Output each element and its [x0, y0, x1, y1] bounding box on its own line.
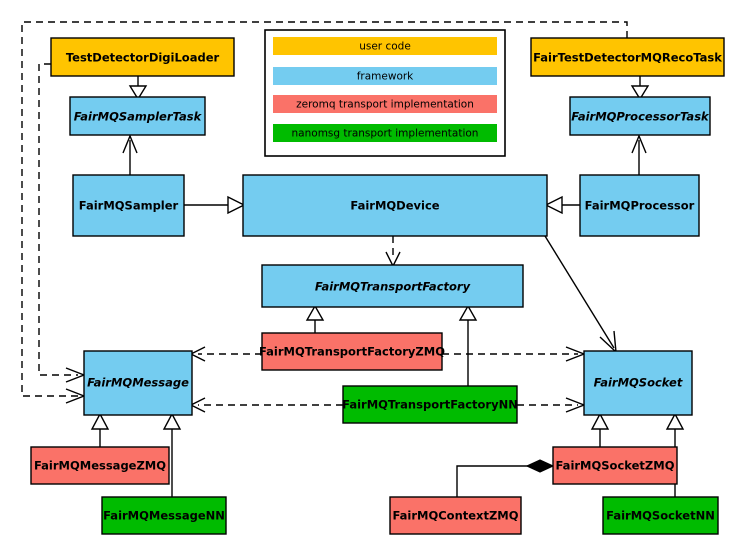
- arrowhead-messagezmq-to-message: [90, 412, 110, 430]
- arrowhead-socketnn-to-socket: [665, 412, 685, 430]
- node-box-fair-mq-transport-factory-zmq[interactable]: [261, 332, 443, 371]
- node-box-fair-mq-transport-factory[interactable]: [261, 264, 524, 308]
- node-fair-mq-device[interactable]: FairMQDevice: [242, 174, 548, 237]
- node-fair-mq-socket[interactable]: FairMQSocket: [583, 350, 693, 416]
- node-label-fair-mq-device: FairMQDevice: [350, 199, 439, 213]
- arrowhead-device-to-socket: [599, 330, 617, 354]
- arrowhead-recotask-to-processortask: [630, 85, 650, 101]
- node-box-fair-mq-socket-zmq[interactable]: [552, 446, 678, 485]
- node-box-fair-mq-sampler-task[interactable]: [69, 96, 206, 136]
- arrowhead-tfzmq-to-transportfactory: [305, 304, 325, 321]
- node-box-fair-mq-sampler[interactable]: [72, 174, 185, 237]
- node-test-detector-digi-loader[interactable]: TestDetectorDigiLoader: [50, 37, 235, 77]
- legend-swatch-zeromq: [273, 95, 497, 113]
- legend-label-zeromq: zeromq transport implementation: [296, 99, 474, 111]
- node-box-fair-mq-processor[interactable]: [579, 174, 700, 237]
- edge-recotask-to-message: [21, 21, 628, 397]
- node-fair-mq-message-nn[interactable]: FairMQMessageNN: [101, 496, 227, 535]
- node-fair-mq-sampler[interactable]: FairMQSampler: [72, 174, 185, 237]
- node-box-fair-mq-device[interactable]: [242, 174, 548, 237]
- node-fair-mq-processor[interactable]: FairMQProcessor: [579, 174, 700, 237]
- node-label-fair-mq-sampler: FairMQSampler: [79, 199, 179, 213]
- legend-label-framework: framework: [357, 71, 414, 83]
- node-fair-mq-processor-task[interactable]: FairMQProcessorTask: [569, 96, 711, 136]
- legend-label-user-code: user code: [359, 41, 411, 53]
- node-fair-mq-message[interactable]: FairMQMessage: [83, 350, 193, 416]
- node-label-fair-mq-context-zmq: FairMQContextZMQ: [392, 509, 518, 523]
- arrowhead-processor-to-processortask: [631, 134, 647, 154]
- legend-swatch-framework: [273, 67, 497, 85]
- node-fair-mq-context-zmq[interactable]: FairMQContextZMQ: [389, 496, 522, 535]
- node-fair-mq-message-zmq[interactable]: FairMQMessageZMQ: [30, 446, 170, 485]
- node-label-fair-mq-processor-task: FairMQProcessorTask: [571, 110, 710, 124]
- node-box-fair-mq-transport-factory-nn[interactable]: [342, 385, 518, 424]
- node-fair-mq-socket-zmq[interactable]: FairMQSocketZMQ: [552, 446, 678, 485]
- node-label-fair-mq-message-zmq: FairMQMessageZMQ: [34, 459, 166, 473]
- node-box-fair-mq-processor-task[interactable]: [569, 96, 711, 136]
- node-fair-mq-transport-factory-nn[interactable]: FairMQTransportFactoryNN: [342, 385, 518, 424]
- arrowhead-socketzmq-to-socket: [590, 412, 610, 430]
- legend-swatch-user-code: [273, 37, 497, 55]
- node-label-fair-mq-processor: FairMQProcessor: [585, 199, 695, 213]
- node-box-test-detector-digi-loader[interactable]: [50, 37, 235, 77]
- node-layer: TestDetectorDigiLoader FairTestDetectorM…: [30, 37, 725, 535]
- node-box-fair-mq-message[interactable]: [83, 350, 193, 416]
- node-fair-mq-sampler-task[interactable]: FairMQSamplerTask: [69, 96, 206, 136]
- node-label-test-detector-digi-loader: TestDetectorDigiLoader: [66, 51, 220, 65]
- node-label-fair-mq-message-nn: FairMQMessageNN: [103, 509, 225, 523]
- node-label-fair-mq-socket-nn: FairMQSocketNN: [606, 509, 715, 523]
- node-box-fair-mq-context-zmq[interactable]: [389, 496, 522, 535]
- node-box-fair-mq-message-zmq[interactable]: [30, 446, 170, 485]
- legend-label-nanomsg: nanomsg transport implementation: [292, 128, 479, 140]
- node-label-fair-mq-message: FairMQMessage: [87, 376, 189, 390]
- arrowhead-sampler-to-samplertask: [122, 134, 138, 154]
- arrowhead-sampler-to-device: [227, 195, 246, 215]
- node-box-fair-mq-socket[interactable]: [583, 350, 693, 416]
- edge-socketzmq-to-contextzmq: [456, 465, 537, 497]
- node-fair-mq-socket-nn[interactable]: FairMQSocketNN: [602, 496, 719, 535]
- node-label-fair-mq-transport-factory: FairMQTransportFactory: [315, 280, 471, 294]
- legend-swatch-nanomsg: [273, 124, 497, 142]
- node-box-fair-mq-message-nn[interactable]: [101, 496, 227, 535]
- edge-digiloader-to-message: [38, 63, 78, 376]
- node-label-fair-test-detector-mq-reco-task: FairTestDetectorMQRecoTask: [533, 51, 722, 65]
- arrowhead-messagenn-to-message: [162, 412, 182, 430]
- node-box-fair-mq-socket-nn[interactable]: [602, 496, 719, 535]
- node-fair-test-detector-mq-reco-task[interactable]: FairTestDetectorMQRecoTask: [530, 37, 725, 77]
- node-label-fair-mq-socket: FairMQSocket: [594, 376, 683, 390]
- arrowhead-tfnn-to-transportfactory: [458, 304, 478, 321]
- arrowhead-processor-to-device: [544, 195, 563, 215]
- node-label-fair-mq-socket-zmq: FairMQSocketZMQ: [556, 459, 675, 473]
- node-fair-mq-transport-factory[interactable]: FairMQTransportFactory: [261, 264, 524, 308]
- node-label-fair-mq-transport-factory-nn: FairMQTransportFactoryNN: [342, 398, 518, 412]
- node-box-fair-test-detector-mq-reco-task[interactable]: [530, 37, 725, 77]
- edge-device-to-socket: [544, 235, 615, 349]
- arrowhead-digiloader-to-samplertask: [128, 85, 148, 101]
- legend-panel: user code framework zeromq transport imp…: [264, 29, 506, 157]
- node-label-fair-mq-sampler-task: FairMQSamplerTask: [74, 110, 203, 124]
- composition-diamond-socketzmq: [525, 459, 555, 473]
- node-fair-mq-transport-factory-zmq[interactable]: FairMQTransportFactoryZMQ: [259, 332, 445, 371]
- edge-layer: [21, 21, 685, 497]
- node-label-fair-mq-transport-factory-zmq: FairMQTransportFactoryZMQ: [259, 345, 445, 359]
